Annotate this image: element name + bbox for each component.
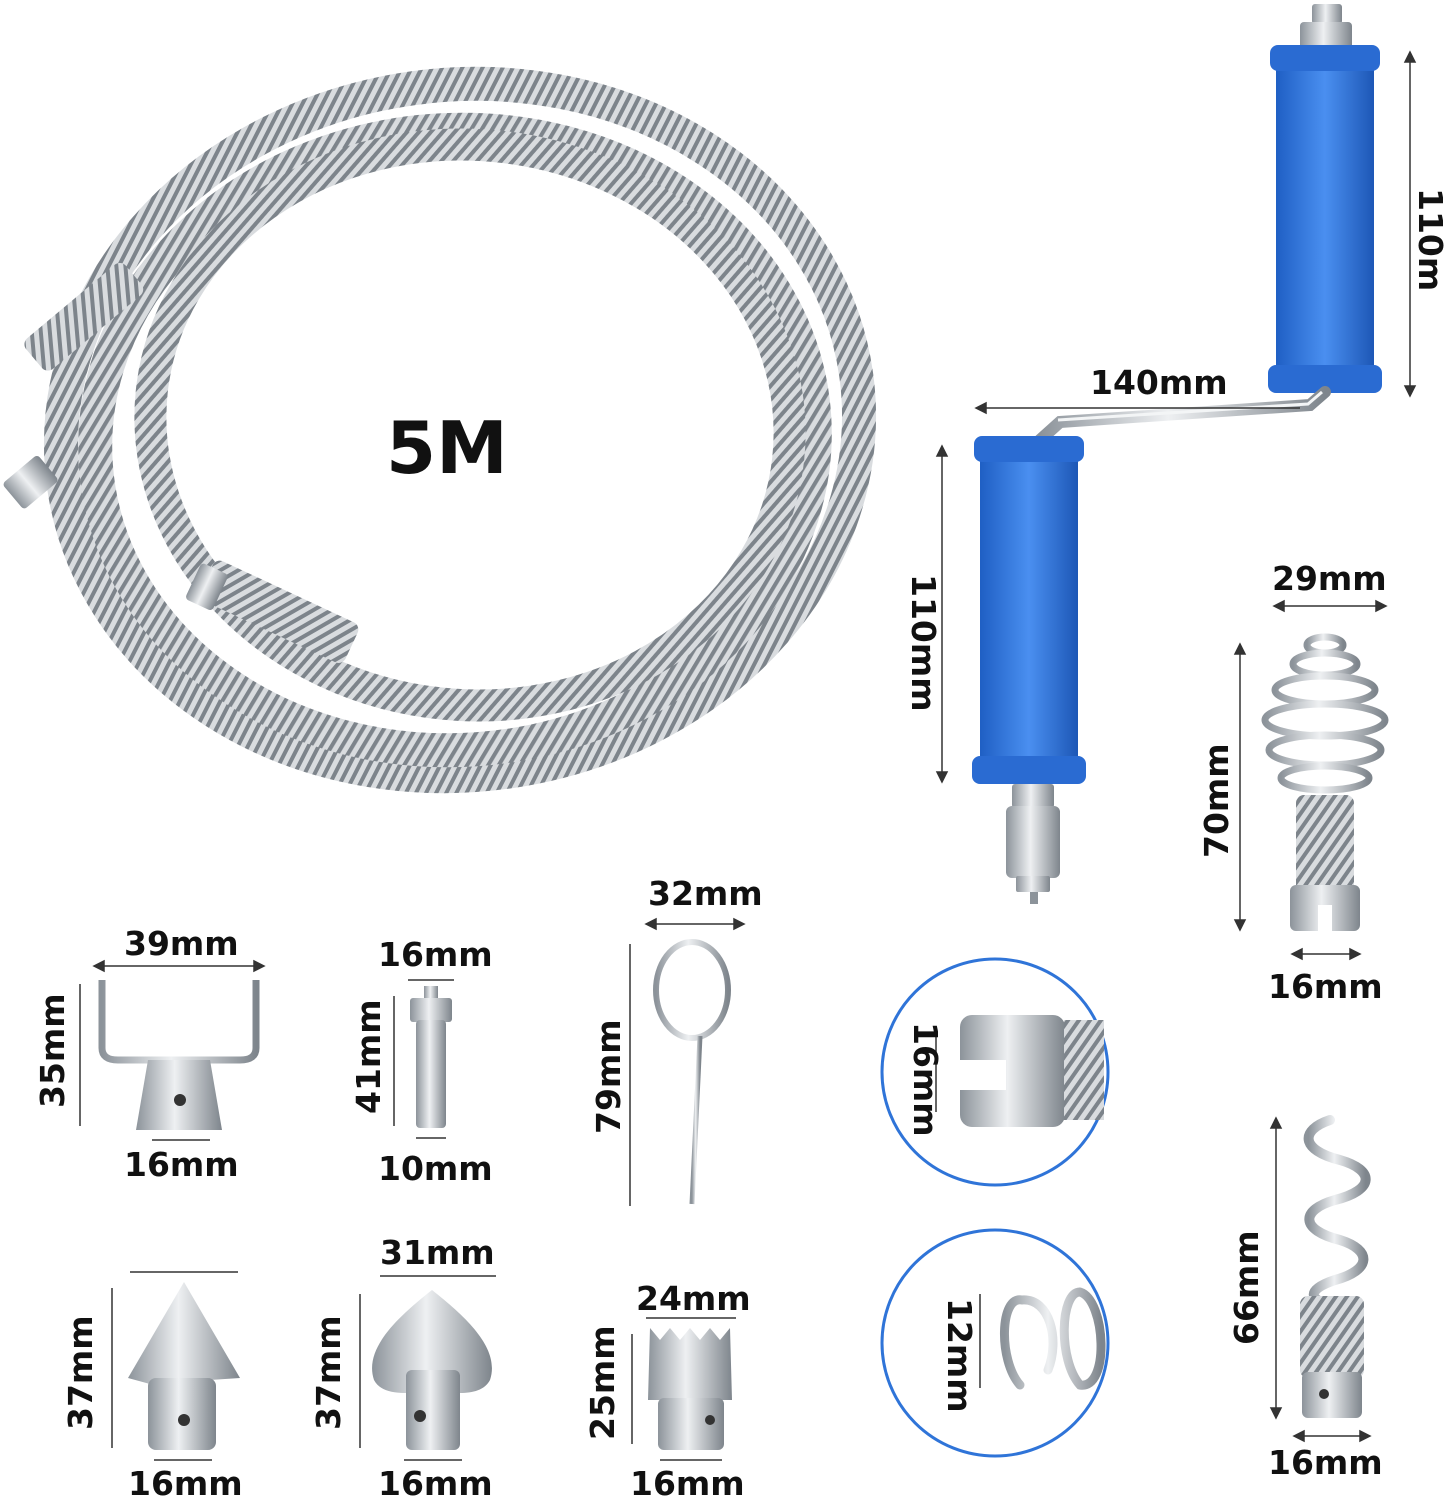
adapter-base-label: 10mm [378, 1149, 493, 1188]
crown-cutter-height-label: 25mm [583, 1325, 622, 1440]
adapter-width-label: 16mm [378, 935, 493, 974]
u-cutter-base-label: 16mm [124, 1145, 239, 1184]
spade-cutter-width-label: 31mm [380, 1233, 495, 1272]
large-spiral-base-label: 16mm [1268, 967, 1383, 1006]
crown-cutter-base-label: 16mm [630, 1464, 745, 1503]
arm-width-label: 140mm [1090, 363, 1228, 402]
arrow-cutter-base-label: 16mm [128, 1464, 243, 1503]
large-spiral-width-label: 29mm [1272, 559, 1387, 598]
spade-cutter-base-label: 16mm [378, 1464, 493, 1503]
cable-length-label: 5M [386, 406, 508, 490]
crank-arm [1034, 386, 1331, 446]
crown-cutter-width-label: 24mm [636, 1279, 751, 1318]
key-width-label: 32mm [648, 874, 763, 913]
cable-end-right [186, 560, 359, 663]
cable-end-left [3, 262, 144, 509]
u-cutter-width-label: 39mm [124, 924, 239, 963]
bottom-grip [980, 436, 1078, 776]
small-spiral-base-label: 16mm [1268, 1443, 1383, 1482]
top-grip [1276, 45, 1374, 385]
